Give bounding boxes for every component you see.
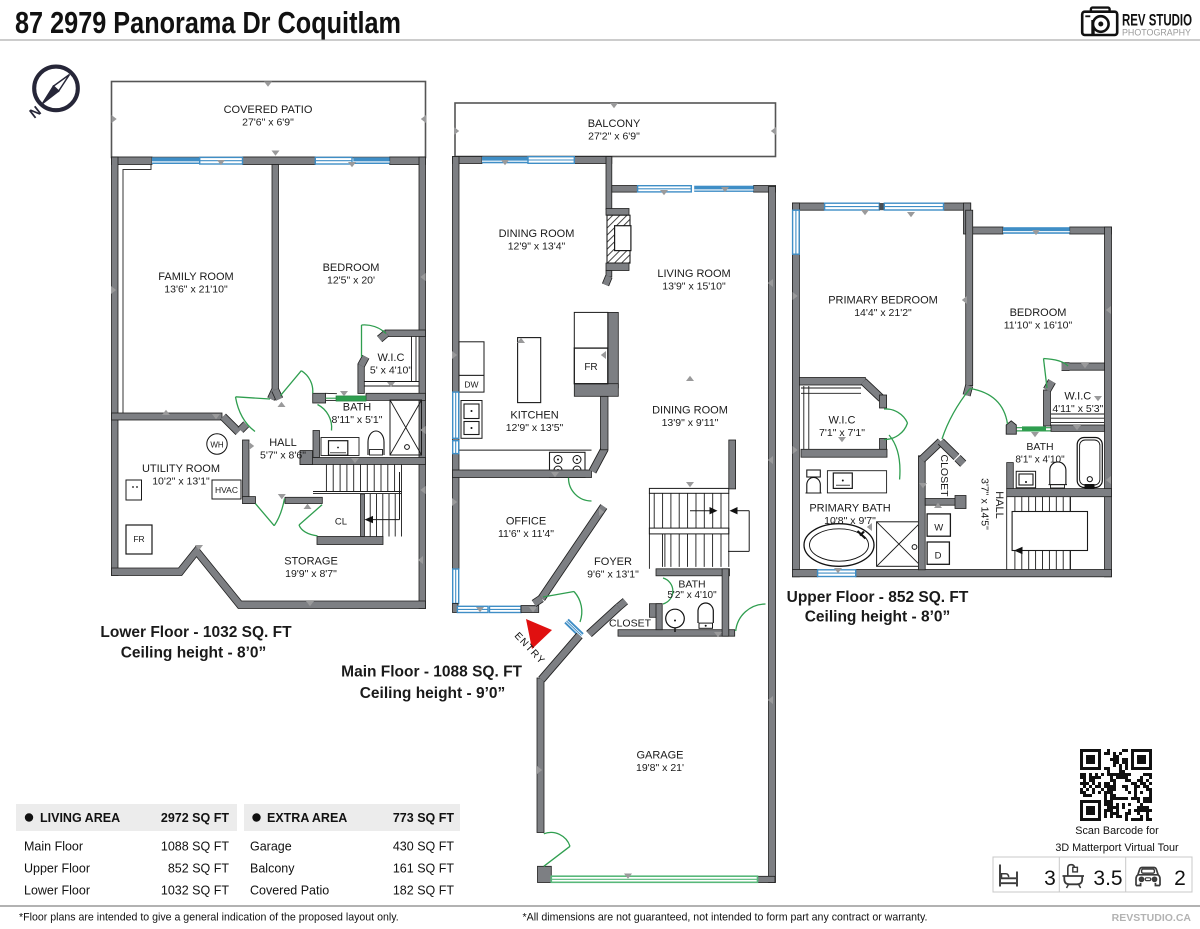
svg-text:GARAGE: GARAGE <box>636 750 683 762</box>
svg-text:*Floor plans are intended to g: *Floor plans are intended to give a gene… <box>19 912 399 924</box>
svg-text:*All dimensions are not guaran: *All dimensions are not guaranteed, not … <box>523 912 928 924</box>
svg-text:Ceiling height - 9’0”: Ceiling height - 9’0” <box>360 685 506 702</box>
svg-text:9'6" x 13'1": 9'6" x 13'1" <box>587 569 639 581</box>
svg-text:3: 3 <box>1044 867 1056 890</box>
svg-text:HALL: HALL <box>269 437 297 449</box>
svg-text:W: W <box>934 523 943 534</box>
svg-text:Main Floor - 1088 SQ. FT: Main Floor - 1088 SQ. FT <box>341 664 522 681</box>
svg-text:852 SQ FT: 852 SQ FT <box>168 862 229 876</box>
svg-text:87 2979 Panorama Dr Coquitlam: 87 2979 Panorama Dr Coquitlam <box>15 5 401 40</box>
svg-text:BALCONY: BALCONY <box>588 118 641 130</box>
svg-text:13'9" x 15'10": 13'9" x 15'10" <box>662 281 726 293</box>
svg-text:HVAC: HVAC <box>215 485 238 495</box>
svg-text:STORAGE: STORAGE <box>284 556 338 568</box>
svg-text:Ceiling height - 8’0”: Ceiling height - 8’0” <box>805 609 951 626</box>
svg-text:13'9" x 9'11": 13'9" x 9'11" <box>662 417 719 429</box>
svg-text:19'8" x 21': 19'8" x 21' <box>636 762 684 774</box>
svg-text:1088 SQ FT: 1088 SQ FT <box>161 840 229 854</box>
svg-text:1032 SQ FT: 1032 SQ FT <box>161 884 229 898</box>
svg-text:773 SQ FT: 773 SQ FT <box>393 811 454 825</box>
svg-text:161 SQ FT: 161 SQ FT <box>393 862 454 876</box>
svg-text:8'11" x 5'1": 8'11" x 5'1" <box>332 414 383 426</box>
svg-text:FR: FR <box>133 534 144 544</box>
svg-text:7'1" x 7'1": 7'1" x 7'1" <box>819 427 865 439</box>
svg-text:Main Floor: Main Floor <box>24 840 83 854</box>
svg-text:19'9" x 8'7": 19'9" x 8'7" <box>285 568 337 580</box>
svg-text:4'11" x 5'3": 4'11" x 5'3" <box>1052 403 1103 415</box>
svg-text:REVSTUDIO.CA: REVSTUDIO.CA <box>1112 912 1192 924</box>
svg-text:PRIMARY BEDROOM: PRIMARY BEDROOM <box>828 295 938 307</box>
svg-text:LIVING AREA: LIVING AREA <box>40 811 120 825</box>
svg-text:12'5" x 20': 12'5" x 20' <box>327 275 375 287</box>
svg-text:13'6" x 21'10": 13'6" x 21'10" <box>164 284 228 296</box>
svg-text:Upper Floor - 852 SQ. FT: Upper Floor - 852 SQ. FT <box>787 589 969 606</box>
svg-text:REV STUDIO: REV STUDIO <box>1122 11 1192 30</box>
svg-text:2: 2 <box>1174 867 1186 890</box>
svg-text:BEDROOM: BEDROOM <box>323 262 380 274</box>
svg-text:12'9" x 13'4": 12'9" x 13'4" <box>508 241 566 253</box>
svg-text:BEDROOM: BEDROOM <box>1010 307 1067 319</box>
svg-text:PRIMARY BATH: PRIMARY BATH <box>809 503 890 515</box>
svg-text:CLOSET: CLOSET <box>609 618 652 630</box>
svg-text:10'8" x 9'7": 10'8" x 9'7" <box>824 515 876 527</box>
svg-text:5'2" x 4'10": 5'2" x 4'10" <box>667 590 717 601</box>
svg-text:3'7" x 14'5": 3'7" x 14'5" <box>979 478 991 530</box>
svg-text:10'2" x 13'1": 10'2" x 13'1" <box>152 476 210 488</box>
svg-text:DINING ROOM: DINING ROOM <box>652 405 728 417</box>
svg-text:11'10" x 16'10": 11'10" x 16'10" <box>1004 320 1073 332</box>
svg-text:UTILITY ROOM: UTILITY ROOM <box>142 463 220 475</box>
svg-text:CL: CL <box>335 517 347 528</box>
svg-text:OFFICE: OFFICE <box>506 516 546 528</box>
svg-text:BATH: BATH <box>678 579 705 591</box>
svg-text:D: D <box>935 551 942 562</box>
svg-text:8'1" x 4'10": 8'1" x 4'10" <box>1015 455 1065 466</box>
svg-text:HALL: HALL <box>993 491 1005 519</box>
svg-text:DW: DW <box>464 380 478 390</box>
svg-text:BATH: BATH <box>1026 441 1053 453</box>
svg-text:KITCHEN: KITCHEN <box>510 410 558 422</box>
svg-text:5' x 4'10": 5' x 4'10" <box>370 365 412 377</box>
svg-text:PHOTOGRAPHY: PHOTOGRAPHY <box>1122 28 1191 38</box>
svg-text:2972 SQ FT: 2972 SQ FT <box>161 811 229 825</box>
svg-text:FAMILY ROOM: FAMILY ROOM <box>158 271 233 283</box>
svg-text:DINING ROOM: DINING ROOM <box>499 228 575 240</box>
svg-text:LIVING ROOM: LIVING ROOM <box>657 268 730 280</box>
svg-text:W.I.C: W.I.C <box>829 415 856 427</box>
svg-text:Ceiling height - 8’0”: Ceiling height - 8’0” <box>121 645 267 662</box>
svg-text:BATH: BATH <box>343 402 372 414</box>
svg-text:WH: WH <box>210 441 224 450</box>
svg-text:FOYER: FOYER <box>594 556 632 568</box>
svg-text:11'6" x 11'4": 11'6" x 11'4" <box>498 528 554 540</box>
svg-text:430 SQ FT: 430 SQ FT <box>393 840 454 854</box>
svg-text:182 SQ FT: 182 SQ FT <box>393 884 454 898</box>
svg-text:COVERED PATIO: COVERED PATIO <box>224 104 313 116</box>
svg-text:Garage: Garage <box>250 840 292 854</box>
svg-text:3.5: 3.5 <box>1093 867 1122 890</box>
svg-text:CLOSET: CLOSET <box>938 454 950 497</box>
svg-text:27'6" x 6'9": 27'6" x 6'9" <box>242 117 294 129</box>
svg-text:Lower Floor: Lower Floor <box>24 884 90 898</box>
svg-text:5'7" x 8'6": 5'7" x 8'6" <box>260 450 306 462</box>
svg-text:Scan Barcode for: Scan Barcode for <box>1075 825 1159 837</box>
svg-text:3D Matterport Virtual Tour: 3D Matterport Virtual Tour <box>1055 842 1179 854</box>
svg-text:Balcony: Balcony <box>250 862 295 876</box>
svg-text:Covered Patio: Covered Patio <box>250 884 329 898</box>
svg-text:12'9" x 13'5": 12'9" x 13'5" <box>506 422 564 434</box>
svg-text:Lower Floor - 1032 SQ. FT: Lower Floor - 1032 SQ. FT <box>100 624 292 641</box>
svg-text:W.I.C: W.I.C <box>378 352 405 364</box>
svg-text:W.I.C: W.I.C <box>1064 391 1091 403</box>
svg-text:27'2" x 6'9": 27'2" x 6'9" <box>588 131 640 143</box>
svg-text:Upper Floor: Upper Floor <box>24 862 90 876</box>
svg-text:FR: FR <box>584 362 597 373</box>
svg-text:14'4" x 21'2": 14'4" x 21'2" <box>854 307 912 319</box>
svg-text:EXTRA AREA: EXTRA AREA <box>267 811 347 825</box>
